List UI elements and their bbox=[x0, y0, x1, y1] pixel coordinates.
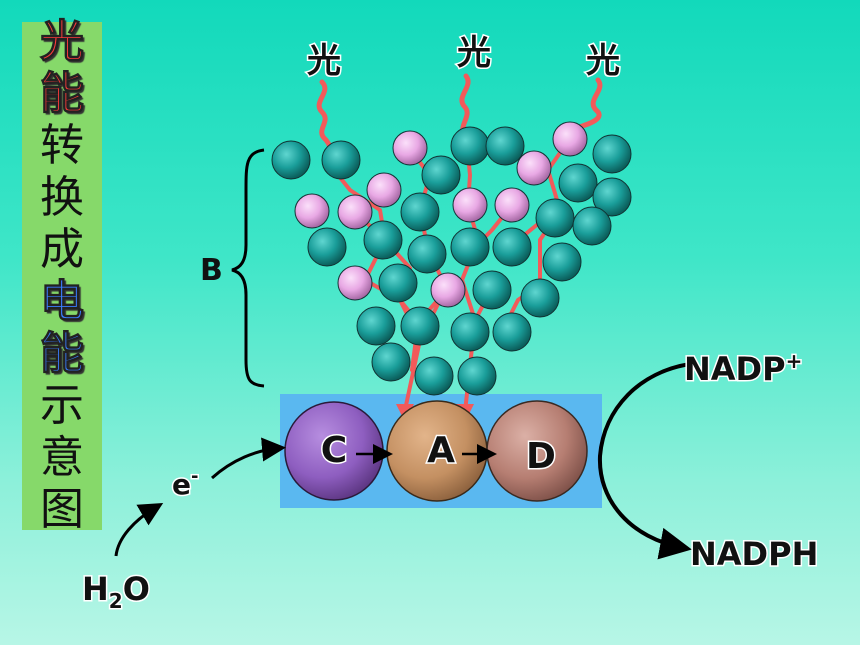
pigment-molecule-teal bbox=[421, 155, 461, 195]
pigment-molecule-pink bbox=[516, 150, 552, 186]
pigment-molecule-teal bbox=[363, 220, 403, 260]
pigment-molecule-teal bbox=[371, 342, 411, 382]
light-wave-right bbox=[573, 77, 603, 131]
pigment-molecule-teal bbox=[520, 278, 560, 318]
pigment-molecule-teal bbox=[592, 177, 632, 217]
title-char-7: 能 bbox=[40, 328, 85, 380]
light-label-middle: 光 bbox=[457, 33, 491, 73]
pigment-molecule-teal bbox=[400, 192, 440, 232]
label-b: B bbox=[200, 253, 223, 288]
pigment-molecule-pink bbox=[366, 172, 402, 208]
pigment-molecule-teal bbox=[400, 306, 440, 346]
pigment-molecule-pink bbox=[392, 130, 428, 166]
arrow-h2o-to-e bbox=[114, 502, 164, 557]
title-char-6: 电 bbox=[40, 276, 85, 328]
pigment-molecule-teal bbox=[542, 242, 582, 282]
pigment-molecule-teal bbox=[485, 126, 525, 166]
label-nadph: NADPH bbox=[690, 535, 818, 573]
label-electron: e- bbox=[172, 466, 198, 501]
label-a: A bbox=[427, 430, 455, 471]
pigment-molecule-teal bbox=[457, 356, 497, 396]
pigment-molecule-teal bbox=[356, 306, 396, 346]
pigment-molecule-pink bbox=[552, 121, 588, 157]
label-h2o: H2O bbox=[82, 570, 150, 613]
pigment-molecule-teal bbox=[321, 140, 361, 180]
pigment-molecule-teal bbox=[535, 198, 575, 238]
pigment-molecule-teal bbox=[414, 356, 454, 396]
pigment-molecule-teal bbox=[450, 227, 490, 267]
antenna-molecules bbox=[271, 121, 632, 396]
pigment-molecule-teal bbox=[492, 227, 532, 267]
title-panel: 光 能 转 换 成 电 能 示 意 图 bbox=[22, 16, 102, 535]
arrow-nadp-to-nadph bbox=[597, 362, 692, 560]
bracket-b bbox=[231, 148, 265, 388]
pigment-molecule-teal bbox=[307, 227, 347, 267]
pigment-molecule-teal bbox=[558, 163, 598, 203]
pigment-molecule-pink bbox=[337, 194, 373, 230]
pigment-molecule-teal bbox=[492, 312, 532, 352]
title-char-8: 示 bbox=[40, 380, 84, 431]
pigment-molecule-teal bbox=[572, 206, 612, 246]
label-d: D bbox=[526, 436, 556, 477]
pigment-molecule-teal bbox=[472, 270, 512, 310]
title-char-4: 换 bbox=[40, 172, 84, 223]
title-char-1: 光 bbox=[40, 16, 85, 68]
pigment-molecule-teal bbox=[450, 312, 490, 352]
pigment-molecule-pink bbox=[337, 265, 373, 301]
title-char-2: 能 bbox=[40, 68, 85, 120]
pigment-molecule-pink bbox=[430, 272, 466, 308]
pigment-molecule-teal bbox=[450, 126, 490, 166]
pigment-molecule-pink bbox=[294, 193, 330, 229]
pigment-molecule-teal bbox=[407, 234, 447, 274]
pigment-molecule-teal bbox=[271, 140, 311, 180]
pigment-molecule-pink bbox=[452, 187, 488, 223]
pigment-molecule-pink bbox=[494, 187, 530, 223]
label-nadp: NADP+ bbox=[684, 349, 802, 388]
title-char-10: 图 bbox=[40, 484, 84, 535]
arrow-e-to-c bbox=[210, 437, 286, 480]
pigment-molecule-teal bbox=[378, 263, 418, 303]
light-wave-middle bbox=[459, 73, 471, 139]
label-c: C bbox=[321, 430, 347, 471]
title-char-5: 成 bbox=[40, 224, 84, 275]
light-label-left: 光 bbox=[307, 41, 341, 81]
title-char-9: 意 bbox=[40, 432, 84, 483]
pigment-molecule-teal bbox=[592, 134, 632, 174]
title-char-3: 转 bbox=[40, 120, 84, 171]
light-label-right: 光 bbox=[586, 41, 620, 81]
